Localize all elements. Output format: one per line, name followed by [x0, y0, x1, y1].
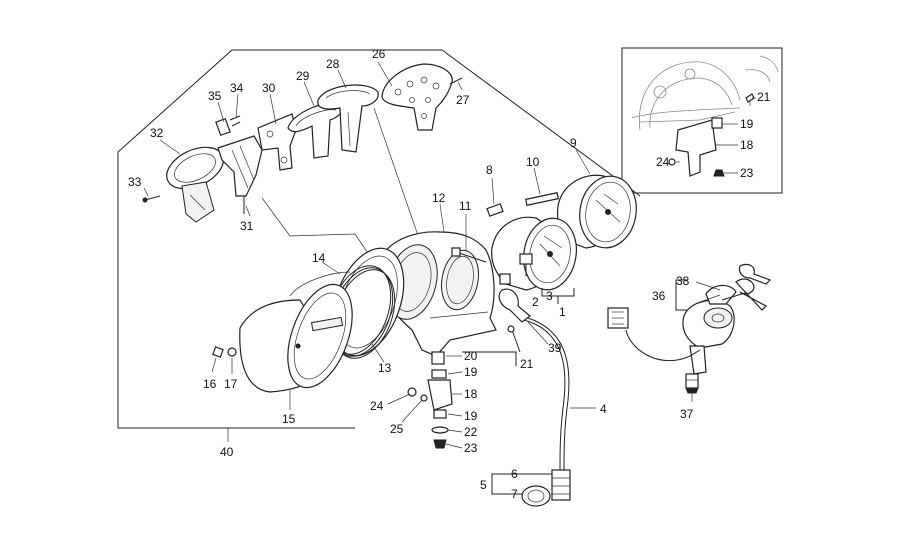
inset-nut-23 [713, 169, 725, 177]
label-3: 3 [546, 289, 553, 303]
part-10-strip [525, 192, 559, 206]
inset-label-18: 18 [740, 138, 754, 152]
mounting-hardware-stack [407, 351, 453, 449]
part-39-cable-elbow [498, 288, 531, 323]
ignition-connector [607, 307, 629, 329]
inset-bracket-18 [675, 119, 717, 177]
label-18: 18 [464, 387, 478, 401]
part-33-screw [144, 195, 161, 201]
part-7-nut [521, 485, 551, 507]
part-20-bush [431, 351, 445, 365]
label-1: 1 [559, 305, 566, 319]
part-33-screw-head [142, 197, 148, 203]
label-6: 6 [511, 467, 518, 481]
inset-panel: 21 19 18 24 23 [621, 47, 783, 194]
label-40: 40 [220, 445, 234, 459]
part-23-nut [433, 439, 447, 449]
part-19-grommet-lower [433, 409, 447, 419]
label-31: 31 [240, 219, 254, 233]
label-34: 34 [230, 81, 244, 95]
label-12: 12 [432, 191, 446, 205]
label-9: 9 [570, 136, 577, 150]
part-19-grommet-upper [431, 369, 447, 379]
inset-screw-24 [668, 158, 676, 166]
part-24-screw [407, 387, 417, 397]
callout-labels: 1 2 3 4 5 6 7 8 9 10 11 12 13 14 15 16 1… [128, 47, 694, 501]
part-36-ignition-switch [682, 284, 749, 375]
part-4-cable-outer [527, 317, 570, 471]
part-25-washer [420, 394, 428, 402]
part-22-washer [431, 426, 449, 434]
label-17: 17 [224, 377, 238, 391]
label-30: 30 [262, 81, 276, 95]
part-11-pin-head [451, 247, 461, 257]
part-37-bolt [685, 373, 699, 394]
inset-label-21: 21 [757, 90, 771, 104]
part-26-mounting-plate [381, 63, 453, 131]
label-26: 26 [372, 47, 386, 61]
bracket-5 [491, 473, 508, 495]
label-37: 37 [680, 407, 694, 421]
label-39: 39 [548, 341, 562, 355]
label-8: 8 [486, 163, 493, 177]
label-16: 16 [203, 377, 217, 391]
label-20: 20 [464, 349, 478, 363]
part-2-3-connectors [499, 253, 533, 285]
label-15: 15 [282, 412, 296, 426]
part-16-17-screw-washer [212, 346, 237, 358]
label-35: 35 [208, 89, 222, 103]
part-12-dashboard-housing [377, 231, 497, 357]
label-14: 14 [312, 251, 326, 265]
label-29: 29 [296, 69, 310, 83]
label-33: 33 [128, 175, 142, 189]
label-4: 4 [600, 402, 607, 416]
label-28: 28 [326, 57, 340, 71]
leader-31 [261, 197, 379, 269]
label-13: 13 [378, 361, 392, 375]
inset-label-19: 19 [740, 117, 754, 131]
bracket-36 [675, 279, 688, 311]
part-29-gasket [287, 102, 344, 159]
label-36: 36 [652, 289, 666, 303]
part-8-bush [486, 203, 504, 217]
inset-label-23: 23 [740, 166, 754, 180]
ignition-wiring [625, 329, 701, 362]
label-23: 23 [464, 441, 478, 455]
part-21-screw-head [507, 325, 515, 333]
label-19a: 19 [464, 365, 478, 379]
part-18-bracket [427, 379, 453, 411]
label-25: 25 [390, 422, 404, 436]
leader-lines [143, 61, 721, 449]
inset-grommet-19 [711, 117, 723, 129]
part-15-cylinder-cover [239, 283, 353, 393]
label-10: 10 [526, 155, 540, 169]
label-19b: 19 [464, 409, 478, 423]
label-38: 38 [676, 274, 690, 288]
part-31-bulb-holder [217, 135, 263, 214]
label-7: 7 [511, 487, 518, 501]
label-21: 21 [520, 357, 534, 371]
part-9-tachometer [556, 174, 637, 249]
part-27-screw [449, 77, 463, 85]
label-27: 27 [456, 93, 470, 107]
assembly-outline [117, 49, 641, 429]
label-22: 22 [464, 425, 478, 439]
label-5: 5 [480, 478, 487, 492]
bracket-21 [462, 351, 517, 366]
part-11-pin [455, 251, 487, 263]
part-6-cable-end [551, 469, 571, 501]
part-28-gasket [317, 84, 379, 153]
inset-label-24: 24 [656, 155, 670, 169]
part-38-keys [735, 263, 772, 311]
label-32: 32 [150, 126, 164, 140]
part-21-screw [511, 329, 521, 353]
part-34-35-bulb [215, 115, 241, 137]
part-4-speedometer-cable [523, 319, 566, 471]
label-24: 24 [370, 399, 384, 413]
inset-frame [621, 47, 783, 194]
label-2: 2 [532, 295, 539, 309]
label-11: 11 [459, 199, 472, 213]
